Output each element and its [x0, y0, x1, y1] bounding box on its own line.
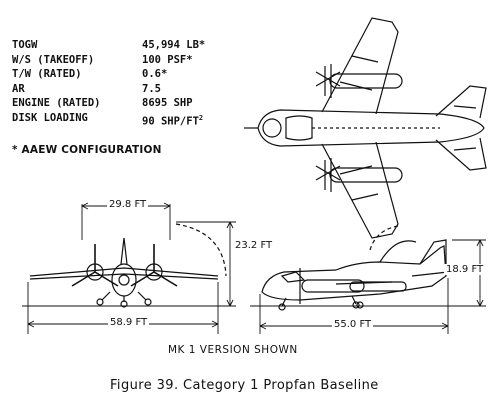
top-view-aircraft: [244, 17, 487, 239]
spec-label: DISK LOADING: [12, 111, 88, 124]
figure-caption: Figure 39. Category 1 Propfan Baseline: [110, 378, 379, 393]
spec-row-togw: TOGW 45,994 LB*: [12, 38, 205, 53]
spec-value-text: 90 SHP/FT: [142, 115, 199, 128]
spec-superscript: 2: [198, 113, 204, 122]
spec-row-aspect-ratio: AR 7.5: [12, 82, 205, 97]
spec-value: 0.6*: [142, 68, 168, 81]
spec-label: ENGINE (RATED): [12, 97, 101, 110]
version-note: MK 1 VERSION SHOWN: [168, 344, 298, 356]
front-view-dimensions: [22, 202, 236, 334]
front-height-label: 23.2 FT: [233, 240, 275, 251]
configuration-note: * AAEW CONFIGURATION: [12, 144, 162, 156]
length-label: 55.0 FT: [332, 319, 374, 330]
spec-label: AR: [12, 82, 25, 95]
spec-label: TOGW: [12, 39, 38, 51]
spec-row-engine: ENGINE (RATED) 8695 SHP: [12, 96, 205, 111]
spec-value: 90 SHP/FT2: [142, 111, 203, 129]
spec-table: TOGW 45,994 LB* W/S (TAKEOFF) 100 PSF* T…: [12, 38, 205, 129]
spec-value: 100 PSF*: [142, 53, 193, 66]
spec-label: T/W (RATED): [12, 68, 82, 81]
spec-value: 8695 SHP: [142, 97, 193, 110]
side-height-label: 18.9 FT: [444, 264, 486, 275]
spec-label: W/S (TAKEOFF): [12, 53, 95, 66]
spec-row-wing-loading: W/S (TAKEOFF) 100 PSF*: [12, 53, 205, 68]
side-view-aircraft: [261, 225, 449, 311]
spec-value: 45,994 LB*: [142, 39, 206, 51]
spec-row-thrust-weight: T/W (RATED) 0.6*: [12, 67, 205, 82]
propeller-spacing-label: 29.8 FT: [107, 199, 149, 210]
span-label: 58.9 FT: [108, 317, 150, 328]
spec-row-disk-loading: DISK LOADING 90 SHP/FT2: [12, 111, 205, 129]
front-view-aircraft: [29, 223, 227, 308]
spec-value: 7.5: [142, 82, 161, 95]
